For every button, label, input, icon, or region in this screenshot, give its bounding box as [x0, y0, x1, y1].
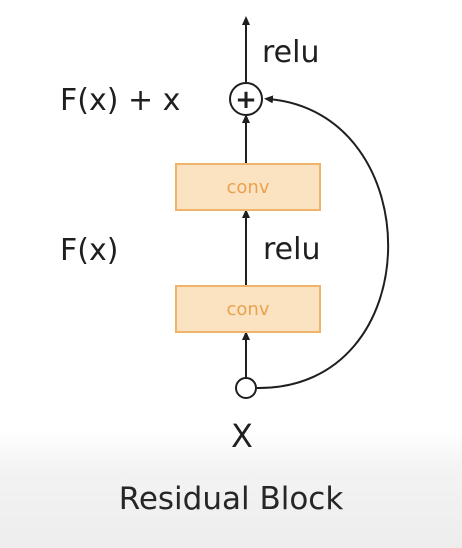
figure-caption: Residual Block	[118, 481, 344, 517]
conv-layer-bottom: conv	[175, 285, 321, 333]
relu-label-middle: relu	[263, 232, 321, 267]
input-label: X	[231, 417, 253, 455]
skip-connection-arc	[256, 95, 390, 390]
add-node: +	[229, 82, 263, 116]
relu-label-top: relu	[262, 35, 320, 70]
conv-layer-top-label: conv	[226, 176, 270, 198]
conv-layer-bottom-label: conv	[226, 298, 270, 320]
sum-output-label: F(x) + x	[60, 83, 181, 118]
residual-function-label: F(x)	[60, 233, 119, 268]
conv-layer-top: conv	[175, 163, 321, 211]
input-node	[235, 377, 257, 399]
add-symbol: +	[235, 85, 257, 115]
